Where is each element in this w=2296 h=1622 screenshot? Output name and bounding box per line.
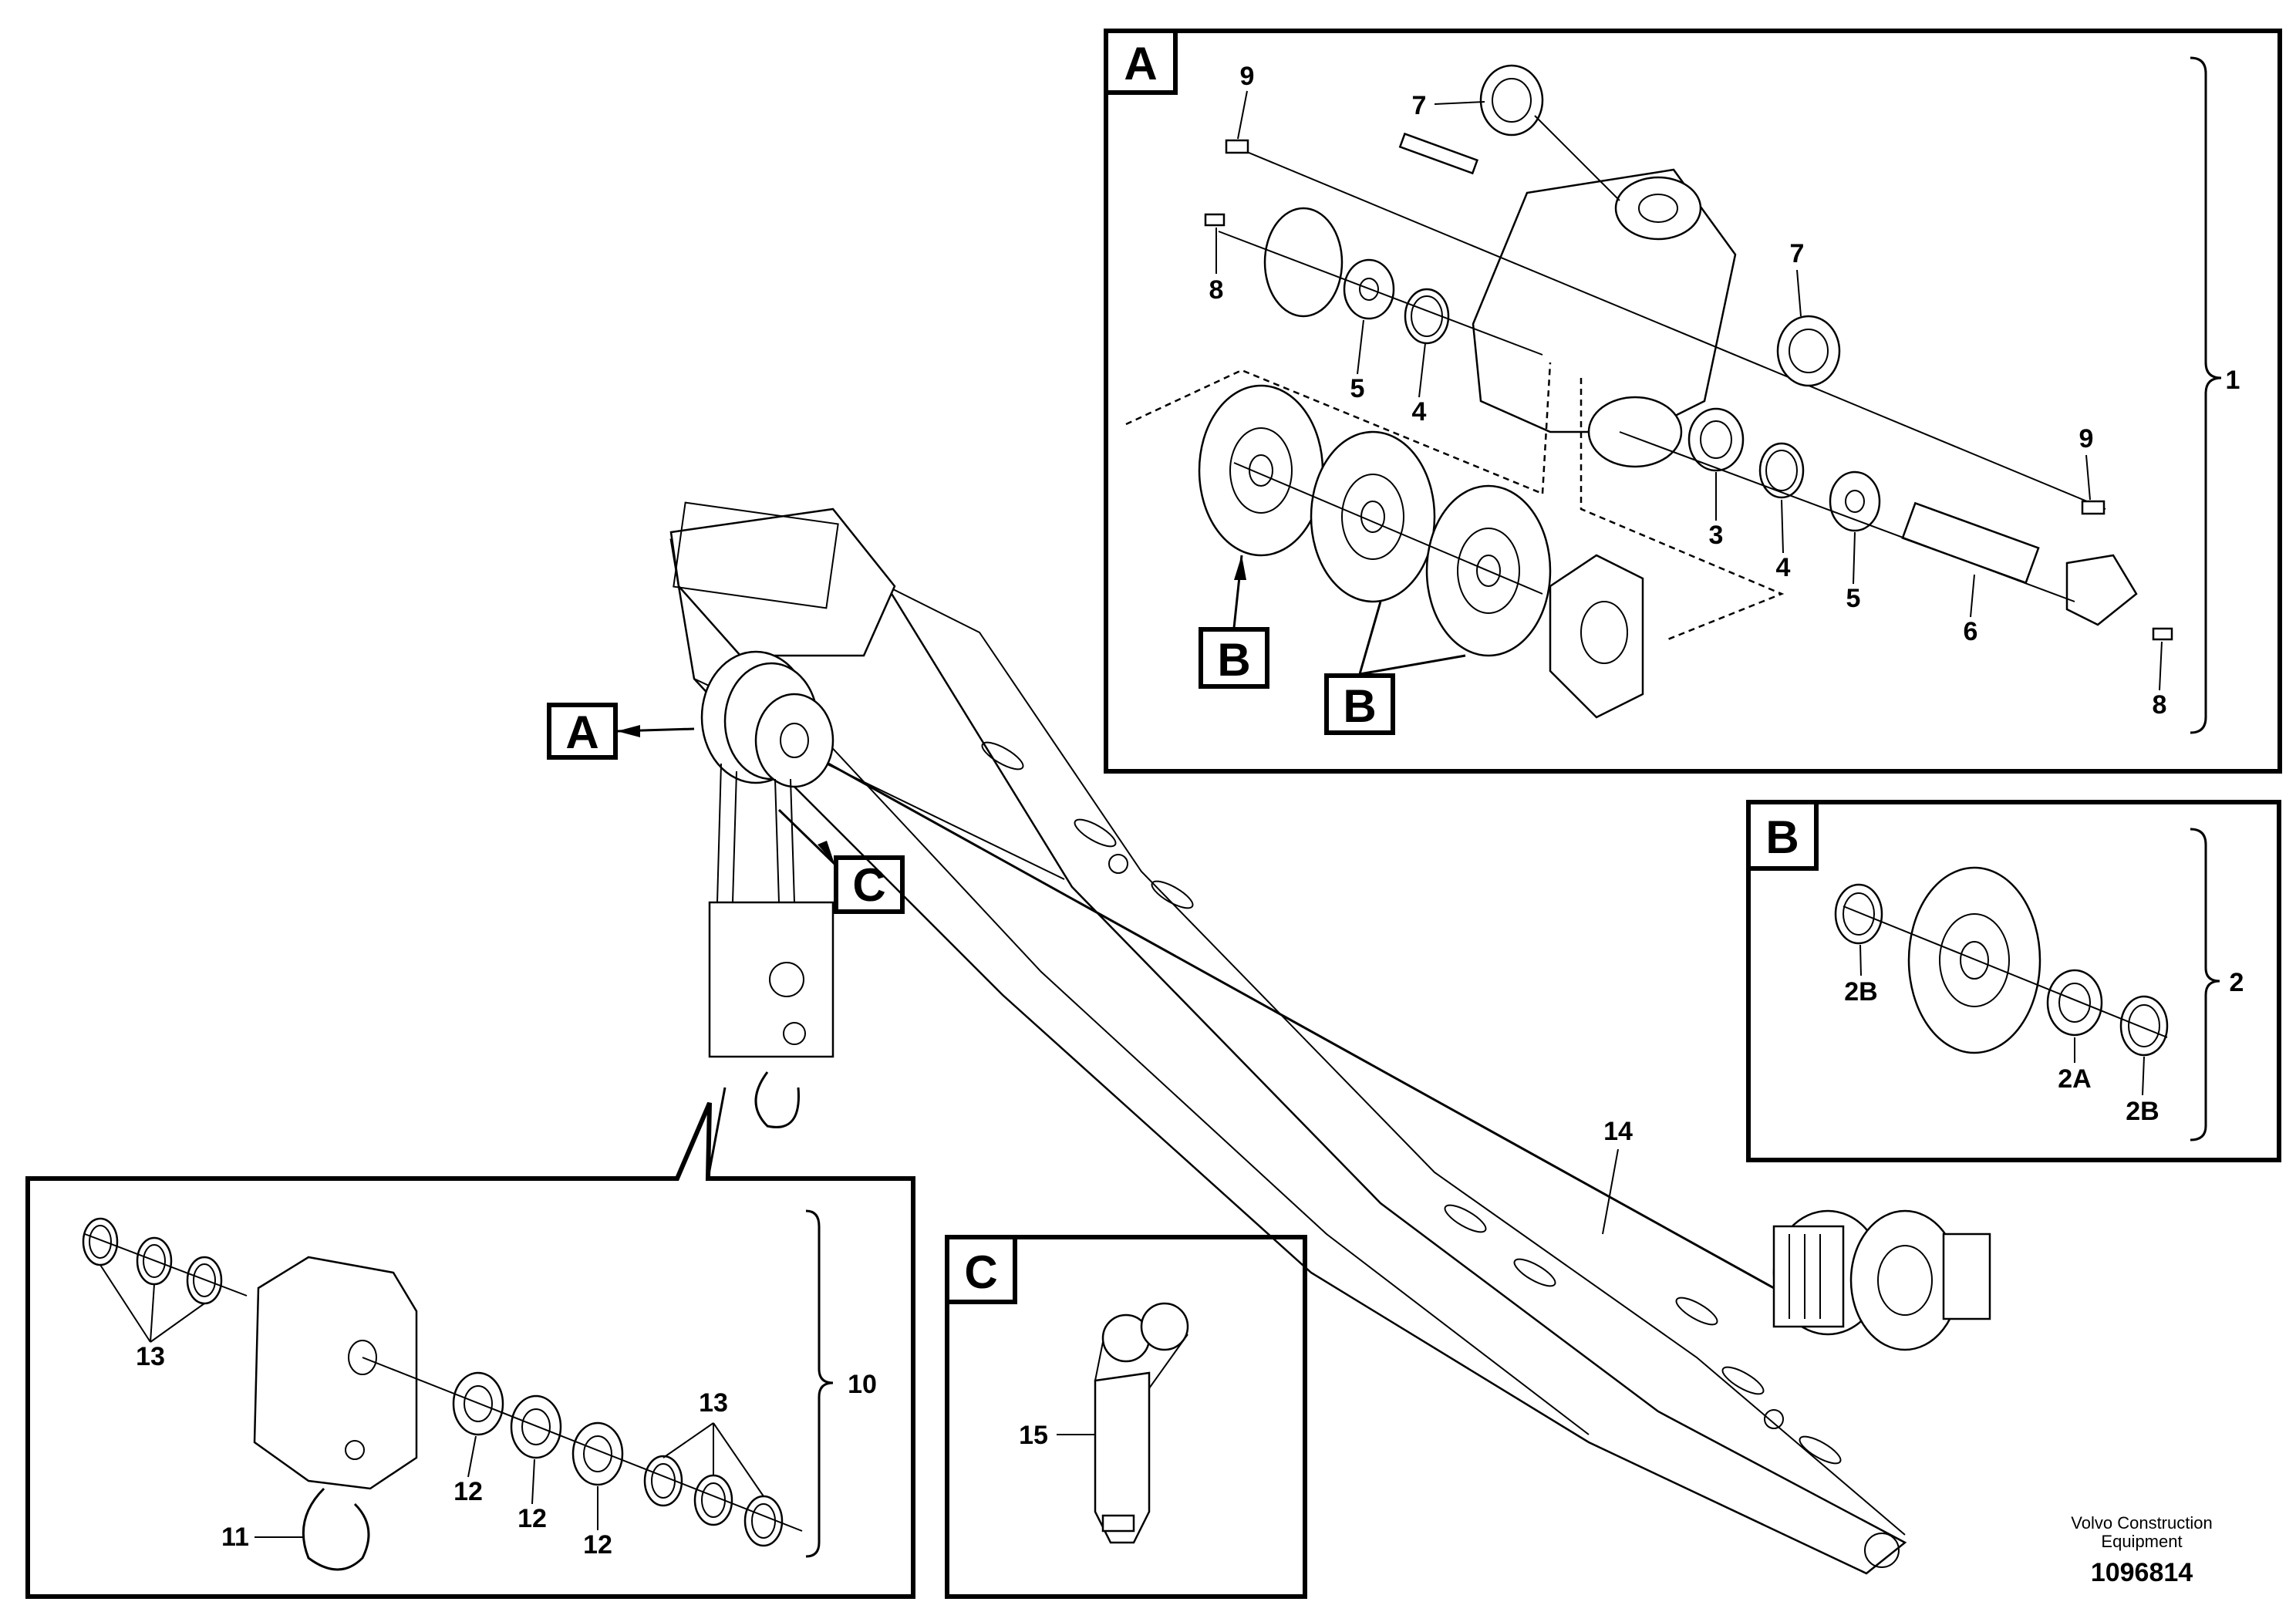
svg-text:12: 12 xyxy=(453,1477,483,1506)
svg-text:9: 9 xyxy=(1240,62,1255,91)
bearing-12-b xyxy=(510,1394,562,1459)
boom-head xyxy=(669,508,896,657)
ref-label-C: C xyxy=(852,859,885,911)
detail-box-C-label: C xyxy=(964,1246,997,1298)
hook-block-main xyxy=(708,901,834,1058)
bolt-8-a xyxy=(1204,213,1226,227)
svg-text:7: 7 xyxy=(1412,91,1427,120)
ref-label-B-2: B xyxy=(1343,680,1376,732)
ref-label-B-1: B xyxy=(1217,634,1250,686)
roller-7-a xyxy=(1479,64,1544,137)
ref-box-C-main: C xyxy=(777,808,905,914)
detail-box-A-label: A xyxy=(1124,38,1157,89)
callout-1: 1 xyxy=(2226,366,2240,395)
detail-box-C: C 15 xyxy=(945,1235,1307,1599)
hook-main xyxy=(754,1071,800,1128)
callout-2: 2 xyxy=(2230,968,2244,997)
brand-line-1: Volvo Construction xyxy=(2071,1513,2212,1533)
boom-slots xyxy=(981,741,1900,1568)
svg-text:5: 5 xyxy=(1846,584,1861,613)
svg-text:4: 4 xyxy=(1412,397,1427,427)
ref-label-A: A xyxy=(565,706,598,758)
bolt-8-b xyxy=(2152,627,2173,641)
callout-10: 10 xyxy=(848,1370,877,1399)
callout-15: 15 xyxy=(1019,1421,1048,1450)
svg-text:14: 14 xyxy=(1603,1117,1633,1146)
detail-box-B: B 2 2B 2A 2B xyxy=(1746,800,2281,1162)
cover-disc xyxy=(1263,207,1344,318)
hook-11 xyxy=(302,1487,370,1571)
footer-block: Volvo Construction Equipment 1096814 xyxy=(2071,1513,2212,1587)
boom-assembly xyxy=(669,501,1991,1575)
brand-line-2: Equipment xyxy=(2101,1532,2182,1551)
svg-text:11: 11 xyxy=(221,1523,249,1552)
svg-text:8: 8 xyxy=(1209,275,1224,305)
dead-end-link-15 xyxy=(1094,1302,1189,1544)
sheave-1 xyxy=(1198,384,1324,557)
svg-text:12: 12 xyxy=(583,1530,612,1560)
svg-text:12: 12 xyxy=(518,1504,547,1533)
svg-text:13: 13 xyxy=(136,1342,165,1371)
svg-text:2B: 2B xyxy=(1844,977,1877,1007)
svg-text:5: 5 xyxy=(1350,374,1365,403)
ref-box-A-main: A xyxy=(547,703,695,760)
bolt-9-a xyxy=(1225,139,1249,154)
svg-text:13: 13 xyxy=(699,1388,728,1418)
svg-text:2A: 2A xyxy=(2058,1064,2091,1094)
lock-plate xyxy=(2065,554,2138,626)
svg-text:6: 6 xyxy=(1964,617,1978,646)
pin-6 xyxy=(1901,501,2040,585)
winch-drum xyxy=(1772,1209,1991,1351)
callout-14: 14 xyxy=(1602,1117,1633,1235)
bearing-2A xyxy=(2046,969,2103,1037)
hook-block-detail xyxy=(253,1256,418,1490)
svg-text:8: 8 xyxy=(2153,690,2167,720)
washer-5-b xyxy=(1829,470,1881,532)
bearing-3 xyxy=(1687,407,1745,472)
sheave-2 xyxy=(1310,430,1436,603)
svg-text:9: 9 xyxy=(2079,424,2094,454)
sheave-B xyxy=(1907,866,2041,1054)
side-plate xyxy=(1549,554,1644,719)
boom-body xyxy=(669,538,1907,1575)
svg-text:2B: 2B xyxy=(2126,1097,2159,1126)
svg-text:3: 3 xyxy=(1709,521,1724,550)
svg-text:7: 7 xyxy=(1790,239,1805,268)
drawing-number: 1096814 xyxy=(2091,1558,2193,1587)
svg-text:4: 4 xyxy=(1776,553,1791,582)
detail-box-B-label: B xyxy=(1765,811,1799,863)
bolt-9-b xyxy=(2081,500,2106,515)
detail-box-A: A 1 xyxy=(1104,29,2282,774)
ring-13-d xyxy=(643,1455,683,1507)
roller-7-b xyxy=(1776,315,1841,387)
pulley-block-main xyxy=(700,650,834,1128)
bearing-12-c xyxy=(571,1421,624,1486)
detail-box-hook-block: 10 13 13 12 12 xyxy=(25,1087,915,1599)
